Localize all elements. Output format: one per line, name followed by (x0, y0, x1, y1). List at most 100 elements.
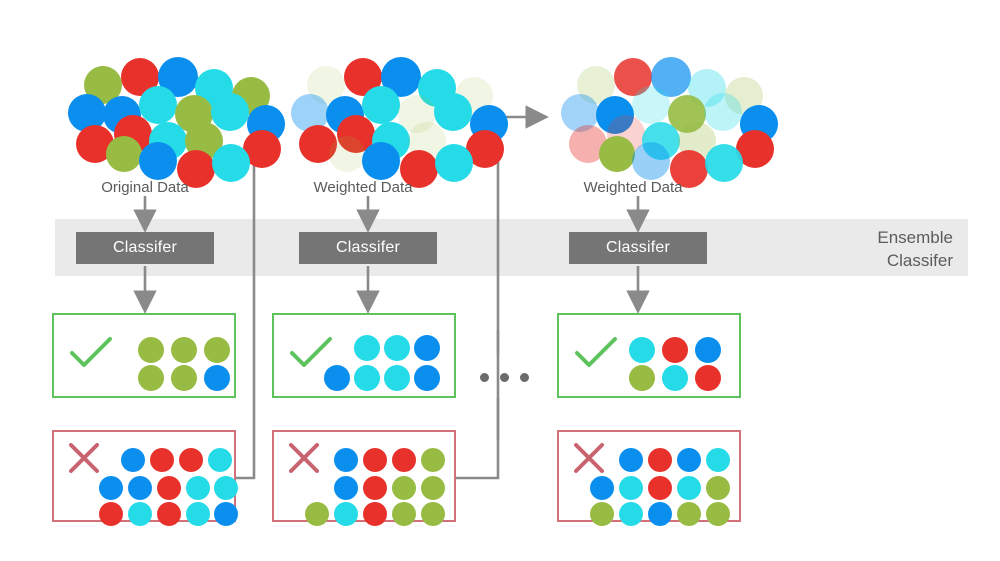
data-point-blue (414, 335, 440, 361)
data-point-cyan (384, 335, 410, 361)
data-point-blue (651, 57, 691, 97)
classifier-label-2: Classifer (335, 239, 401, 256)
data-point-red (177, 150, 215, 188)
x-mark-icon (574, 443, 604, 473)
data-point-blue (414, 365, 440, 391)
data-cluster-3 (561, 52, 783, 188)
data-point-cyan (208, 448, 232, 472)
ensemble-classifier-label: Ensemble Classifer (877, 228, 953, 270)
data-point-olive (329, 136, 365, 172)
data-point-olive (421, 502, 445, 526)
data-point-blue (590, 476, 614, 500)
data-point-cyan (186, 476, 210, 500)
data-point-cyan (619, 476, 643, 500)
data-point-red (662, 337, 688, 363)
data-point-cyan (434, 93, 472, 131)
data-point-cyan (677, 476, 701, 500)
data-point-red (363, 502, 387, 526)
data-point-blue (324, 365, 350, 391)
data-point-cyan (354, 365, 380, 391)
data-point-red (670, 150, 708, 188)
data-point-cyan (629, 337, 655, 363)
data-point-olive (677, 502, 701, 526)
classifier-box-2[interactable]: Classifer (299, 232, 437, 264)
classifier-label-3: Classifer (605, 239, 671, 256)
incorrect-results-box-3 (557, 430, 741, 526)
data-point-olive (599, 136, 635, 172)
data-point-cyan (128, 502, 152, 526)
data-point-cyan (435, 144, 473, 182)
correct-results-box-2 (272, 313, 456, 398)
check-icon (575, 337, 617, 367)
incorrect-results-box-1 (52, 430, 238, 526)
data-point-olive (138, 337, 164, 363)
data-point-red (299, 125, 337, 163)
data-label-3: Weighted Data (583, 179, 683, 196)
data-point-blue (214, 502, 238, 526)
data-point-red (392, 448, 416, 472)
ellipsis-indicator (480, 373, 529, 382)
data-point-olive (706, 476, 730, 500)
data-point-olive (629, 365, 655, 391)
data-point-blue (632, 142, 670, 180)
data-point-olive (204, 337, 230, 363)
data-point-cyan (706, 448, 730, 472)
classifier-label-1: Classifer (112, 239, 178, 256)
data-point-cyan (139, 86, 177, 124)
data-point-cyan (214, 476, 238, 500)
data-point-red (179, 448, 203, 472)
data-point-red (363, 476, 387, 500)
classifier-box-1[interactable]: Classifer (76, 232, 214, 264)
data-point-cyan (619, 502, 643, 526)
data-point-olive (171, 365, 197, 391)
x-mark-icon (289, 443, 319, 473)
data-point-olive (392, 502, 416, 526)
check-icon (290, 337, 332, 367)
data-point-blue (677, 448, 701, 472)
data-point-red (363, 448, 387, 472)
data-point-cyan (384, 365, 410, 391)
data-point-blue (128, 476, 152, 500)
data-point-olive (138, 365, 164, 391)
data-point-cyan (212, 144, 250, 182)
data-point-cyan (642, 122, 680, 160)
data-point-blue (561, 94, 599, 132)
data-point-red (614, 58, 652, 96)
data-cluster-2 (291, 52, 513, 188)
classifier-box-3[interactable]: Classifer (569, 232, 707, 264)
x-mark-icon (69, 443, 99, 473)
data-point-red (157, 476, 181, 500)
data-point-blue (334, 476, 358, 500)
data-cluster-1 (68, 52, 290, 188)
data-point-olive (421, 476, 445, 500)
data-point-blue (99, 476, 123, 500)
data-point-red (99, 502, 123, 526)
data-label-2: Weighted Data (313, 179, 413, 196)
data-point-blue (596, 96, 634, 134)
data-point-olive (392, 476, 416, 500)
data-point-red (648, 476, 672, 500)
data-point-cyan (662, 365, 688, 391)
check-icon (70, 337, 112, 367)
data-point-olive (421, 448, 445, 472)
data-point-cyan (632, 86, 670, 124)
data-point-blue (648, 502, 672, 526)
data-point-cyan (211, 93, 249, 131)
data-label-1: Original Data (101, 179, 189, 196)
data-point-red (150, 448, 174, 472)
data-point-cyan (705, 144, 743, 182)
data-point-blue (204, 365, 230, 391)
data-point-red (157, 502, 181, 526)
data-point-blue (362, 142, 400, 180)
data-point-blue (121, 448, 145, 472)
data-point-cyan (362, 86, 400, 124)
data-point-cyan (354, 335, 380, 361)
correct-results-box-3 (557, 313, 741, 398)
data-point-blue (139, 142, 177, 180)
data-point-blue (695, 337, 721, 363)
correct-results-box-1 (52, 313, 236, 398)
data-point-red (400, 150, 438, 188)
data-point-blue (619, 448, 643, 472)
data-point-red (695, 365, 721, 391)
